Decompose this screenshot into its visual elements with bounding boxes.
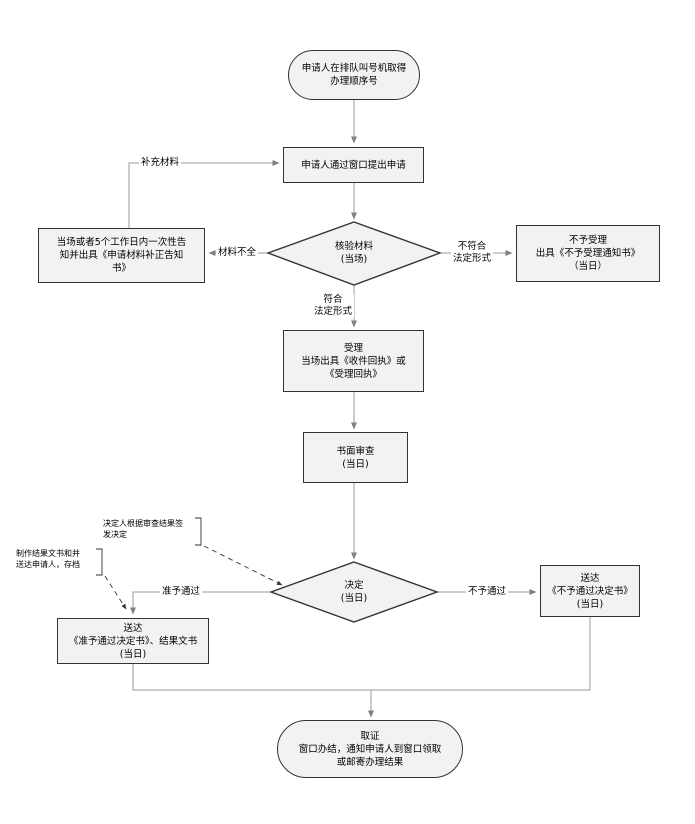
- verify-diamond-label: 核验材料 (当场): [334, 241, 373, 265]
- edge-supplement-apply: [128, 160, 280, 228]
- edge-label-not-approved: 不予通过: [465, 586, 509, 598]
- decision-note-dashed-arrow: [203, 545, 283, 586]
- review-box: 书面审查 (当日): [303, 432, 408, 483]
- start-terminator: 申请人在排队叫号机取得 办理顺序号: [288, 50, 420, 100]
- not-accept-box: 不予受理 出具《不予受理通知书》 （当日）: [516, 225, 660, 282]
- edge-label-supplement-materials: 补充材料: [138, 157, 182, 169]
- deliver-approve-box: 送达 《准予通过决定书》、结果文书 (当日): [57, 618, 209, 664]
- document-note-dashed-arrow: [104, 575, 127, 610]
- deliver-reject-box: 送达 《不予通过决定书》 (当日): [540, 565, 640, 617]
- edge-label-legal-form: 符合 法定形式: [311, 294, 355, 318]
- edge-label-approved: 准予通过: [159, 586, 203, 598]
- decision-note: 决定人根据审查结果签 发决定: [103, 519, 183, 539]
- edge-label-materials-incomplete: 材料不全: [215, 247, 259, 259]
- apply-box: 申请人通过窗口提出申请: [283, 147, 424, 183]
- decide-diamond-label: 决定 (当日): [340, 580, 368, 604]
- edge-label-not-legal-form: 不符合 法定形式: [450, 241, 494, 265]
- supplement-box: 当场或者5个工作日内一次性告 知并出具《申请材料补正告知 书》: [38, 228, 205, 283]
- finish-terminator: 取证 窗口办结，通知申请人到窗口领取 或邮寄办理结果: [277, 720, 463, 778]
- accept-box: 受理 当场出具《收件回执》或 《受理回执》: [283, 330, 424, 392]
- document-note: 制作结果文书和并 送达申请人，存档: [16, 549, 80, 569]
